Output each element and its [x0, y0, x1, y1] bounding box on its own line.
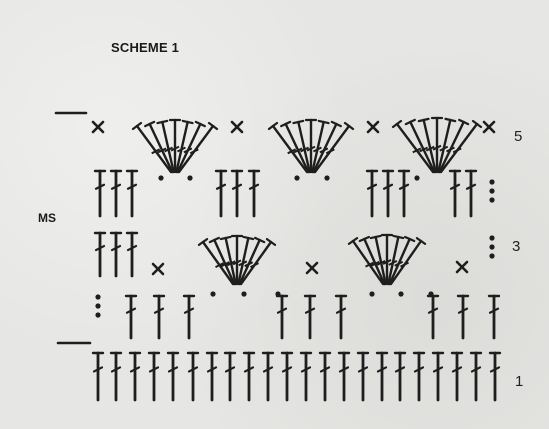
dc-stitch-symbol — [426, 294, 440, 340]
chain-dot-symbol — [489, 235, 495, 241]
dc-stitch-symbol — [431, 351, 445, 402]
dc-stitch-symbol — [125, 169, 139, 218]
dc-stitch-symbol — [381, 169, 395, 218]
dc-stitch-symbol — [448, 169, 462, 218]
dc-stitch-symbol — [318, 351, 332, 402]
dc-stitch-symbol — [247, 169, 261, 218]
dc-stitch-symbol — [230, 169, 244, 218]
dc-stitch-symbol — [337, 351, 351, 402]
dc-stitch-symbol — [182, 294, 196, 340]
sc-stitch-symbol — [455, 260, 469, 274]
chain-dot-symbol — [414, 175, 420, 181]
dc-stitch-symbol — [365, 169, 379, 218]
shell-fan-symbol — [267, 118, 355, 174]
dc-stitch-symbol — [334, 294, 348, 340]
shell-fan-symbol — [391, 116, 483, 174]
sc-stitch-symbol — [230, 120, 244, 134]
dc-stitch-symbol — [299, 351, 313, 402]
dc-stitch-symbol — [397, 169, 411, 218]
dc-stitch-symbol — [456, 294, 470, 340]
chain-dot-symbol — [294, 175, 300, 181]
dc-stitch-symbol — [93, 169, 107, 218]
scheme-title: SCHEME 1 — [111, 40, 180, 55]
dc-stitch-symbol — [166, 351, 180, 402]
sc-stitch-symbol — [91, 120, 105, 134]
dc-stitch-symbol — [464, 169, 478, 218]
dc-stitch-symbol — [487, 294, 501, 340]
dc-stitch-symbol — [128, 351, 142, 402]
dc-stitch-symbol — [109, 351, 123, 402]
sc-stitch-symbol — [366, 120, 380, 134]
chain-dot-symbol — [187, 175, 193, 181]
dc-stitch-symbol — [275, 294, 289, 340]
dc-stitch-symbol — [356, 351, 370, 402]
chain-dot-symbol — [95, 312, 101, 318]
dc-stitch-symbol — [93, 231, 107, 278]
dc-stitch-symbol — [488, 351, 502, 402]
dc-stitch-symbol — [393, 351, 407, 402]
chain-dot-symbol — [210, 291, 216, 297]
chain-dot-symbol — [398, 291, 404, 297]
dc-stitch-symbol — [125, 231, 139, 278]
dc-stitch-symbol — [152, 294, 166, 340]
chain-dot-symbol — [489, 179, 495, 185]
sc-stitch-symbol — [151, 262, 165, 276]
chain-dot-symbol — [95, 303, 101, 309]
dc-stitch-symbol — [280, 351, 294, 402]
dc-stitch-symbol — [375, 351, 389, 402]
ms-label: MS — [38, 211, 56, 225]
row-number-1: 1 — [515, 373, 524, 390]
shell-fan-symbol — [347, 233, 427, 286]
dc-stitch-symbol — [223, 351, 237, 402]
dc-stitch-symbol — [186, 351, 200, 402]
chain-dot-symbol — [489, 244, 495, 250]
dc-stitch-symbol — [412, 351, 426, 402]
dc-stitch-symbol — [214, 169, 228, 218]
dc-stitch-symbol — [147, 351, 161, 402]
dc-stitch-symbol — [450, 351, 464, 402]
dc-stitch-symbol — [469, 351, 483, 402]
shell-fan-symbol — [197, 234, 277, 286]
dc-stitch-symbol — [109, 231, 123, 278]
chain-dot-symbol — [428, 291, 434, 297]
dc-stitch-symbol — [303, 294, 317, 340]
chain-dot-symbol — [369, 291, 375, 297]
sc-stitch-symbol — [305, 261, 319, 275]
chain-dot-symbol — [241, 291, 247, 297]
chain-dot-symbol — [95, 294, 101, 300]
chain-dot-symbol — [489, 197, 495, 203]
dc-stitch-symbol — [91, 351, 105, 402]
row-number-5: 5 — [514, 128, 523, 145]
dc-stitch-symbol — [109, 169, 123, 218]
chain-dot-symbol — [275, 291, 281, 297]
chain-dot-symbol — [489, 188, 495, 194]
dc-stitch-symbol — [242, 351, 256, 402]
chain-dot-symbol — [489, 253, 495, 259]
dc-stitch-symbol — [124, 294, 138, 340]
dc-stitch-symbol — [261, 351, 275, 402]
chain-dot-symbol — [324, 175, 330, 181]
dc-stitch-symbol — [205, 351, 219, 402]
sc-stitch-symbol — [482, 120, 496, 134]
row-number-3: 3 — [512, 238, 521, 255]
shell-fan-symbol — [131, 118, 219, 174]
chain-dot-symbol — [158, 175, 164, 181]
